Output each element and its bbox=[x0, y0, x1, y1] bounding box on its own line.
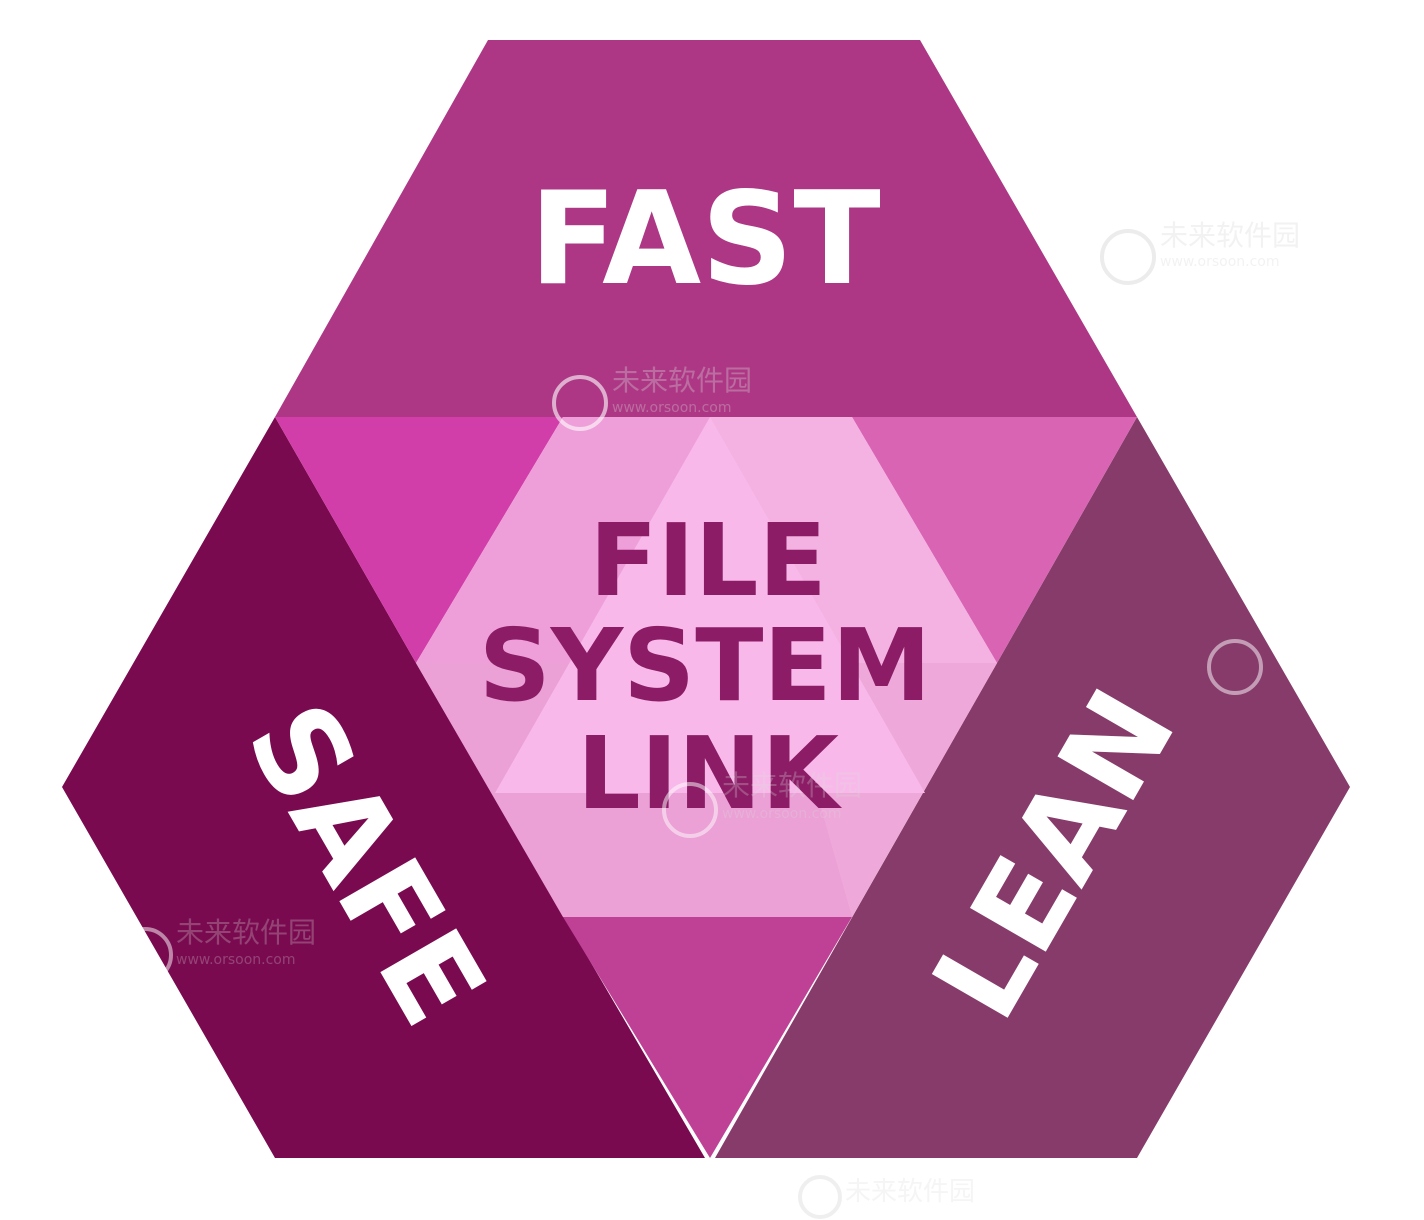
svg-text:未来软件园: 未来软件园 bbox=[1160, 219, 1300, 252]
segment-top bbox=[275, 40, 1137, 417]
svg-text:未来软件园: 未来软件园 bbox=[176, 916, 316, 949]
watermark: 未来软件园 bbox=[798, 1175, 975, 1219]
inner-triangle-left bbox=[275, 417, 563, 663]
svg-text:未来软件园: 未来软件园 bbox=[845, 1177, 975, 1207]
svg-text:www.orsoon.com: www.orsoon.com bbox=[612, 400, 732, 416]
center-line-link: LINK bbox=[577, 715, 843, 832]
watermark: 未来软件园 www.orsoon.com bbox=[117, 916, 316, 983]
watermark bbox=[1207, 639, 1263, 695]
svg-text:未来软件园: 未来软件园 bbox=[612, 364, 752, 397]
center-triangle bbox=[495, 417, 925, 793]
inner-triangle-bottom bbox=[563, 917, 852, 1158]
svg-text:未来软件园: 未来软件园 bbox=[722, 769, 862, 802]
watermark: 未来软件园 www.orsoon.com bbox=[552, 364, 752, 431]
segment-right bbox=[715, 417, 1350, 1158]
watermark: 未来软件园 www.orsoon.com bbox=[1100, 219, 1300, 285]
inner-triangle-right bbox=[852, 417, 1137, 663]
segment-left bbox=[62, 417, 705, 1158]
label-fast: FAST bbox=[529, 165, 880, 314]
watermark: 未来软件园 www.orsoon.com bbox=[662, 769, 862, 838]
svg-text:www.orsoon.com: www.orsoon.com bbox=[176, 952, 296, 968]
svg-text:www.orsoon.com: www.orsoon.com bbox=[722, 806, 842, 822]
center-line-system: SYSTEM bbox=[479, 607, 932, 724]
svg-text:www.orsoon.com: www.orsoon.com bbox=[1160, 254, 1280, 270]
center-line-file: FILE bbox=[589, 502, 827, 619]
